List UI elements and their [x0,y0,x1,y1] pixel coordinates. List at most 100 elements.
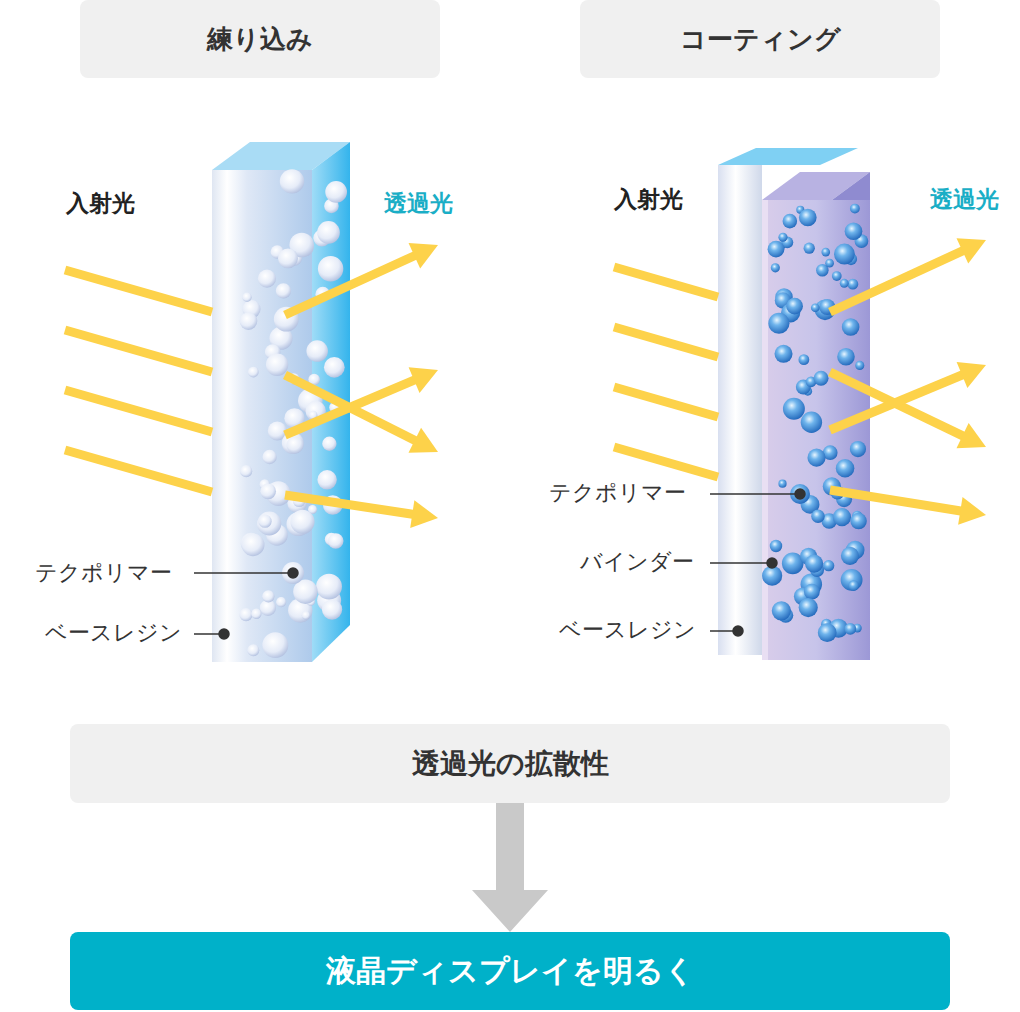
polymer-bubble [842,318,860,336]
polymer-bubble [778,480,786,488]
ray-arrowhead [957,362,986,388]
polymer-bubble [804,584,820,600]
light-ray [614,327,718,357]
light-label: 透過光 [384,190,453,218]
light-label: 透過光 [930,186,999,214]
base-front [718,165,762,655]
polymer-bubble [837,348,855,366]
polymer-bubble [278,248,298,268]
light-ray [65,330,212,372]
polymer-bubble [322,437,336,451]
polymer-bubble [328,533,344,549]
polymer-bubble [306,340,328,362]
polymer-bubble [262,632,288,658]
leader-line [194,572,290,574]
polymer-bubble [260,483,276,499]
polymer-bubble [850,441,866,457]
polymer-bubble [239,608,252,621]
polymer-bubble [825,259,834,268]
leader-dot [767,558,777,568]
polymer-bubble [276,597,286,607]
light-ray [830,490,962,511]
polymer-bubble [775,345,793,363]
polymer-bubble [772,601,791,620]
polymer-bubble [832,271,842,281]
light-ray [65,270,212,312]
light-ray [614,387,718,417]
method-header: 練り込み [80,0,440,78]
polymer-bubble [251,609,261,619]
polymer-bubble [778,233,787,242]
polymer-bubble [322,599,342,619]
polymer-bubble [833,508,851,526]
leader-dot [795,489,805,499]
ray-arrowhead [957,423,986,448]
box-text: 液晶ディスプレイを明るく [326,951,695,992]
light-rays [65,238,986,528]
polymer-bubble [821,248,830,257]
part-label: バインダー [580,549,694,575]
leader-dot [219,629,229,639]
leader-line [710,493,797,495]
light-ray [614,447,718,477]
binder-edge [762,200,768,660]
ray-arrowhead [409,243,438,268]
polymer-bubble [799,598,818,617]
light-ray [285,375,417,441]
polymer-bubble [290,510,314,534]
light-ray [285,495,414,514]
ray-arrowhead [409,367,438,393]
polymer-bubble [818,623,837,642]
polymer-bubble [841,547,859,565]
polymer-bubble [286,436,303,453]
polymer-bubble [317,470,336,489]
polymer-bubble [848,580,859,591]
method-header: コーティング [580,0,940,78]
box-text: 練り込み [207,22,313,57]
polymer-bubble [799,209,817,227]
polymer-bubble [786,298,803,315]
light-ray [830,250,964,312]
light-ray [285,255,416,315]
polymer-bubble [771,263,780,272]
leader-dot [733,626,743,636]
polymer-bubble [770,540,782,552]
polymer-bubble [798,354,809,365]
property-box: 透過光の拡散性 [70,724,950,803]
polymer-bubble [840,279,849,288]
polymer-bubble [240,465,252,477]
light-ray [830,372,964,437]
polymer-bubble [258,270,276,288]
polymer-bubble [814,371,829,386]
leader-dot [288,568,298,578]
polymer-bubble [258,515,271,528]
binder-front [762,200,870,660]
box-text: コーティング [680,22,841,57]
polymer-bubble [316,574,342,600]
polymer-bubble [276,283,291,298]
polymer-bubble [318,256,343,281]
box-text: 透過光の拡散性 [412,745,609,783]
light-ray [285,379,416,435]
polymer-bubble [811,509,824,522]
light-label: 入射光 [614,186,683,214]
polymer-bubble [811,303,820,312]
ray-arrowhead [410,500,438,528]
polymer-bubble [834,244,855,265]
base-top [718,148,858,165]
polymer-bubble [262,450,276,464]
polymer-bubble [783,214,798,229]
polymer-bubble [280,169,304,193]
polymer-bubble [850,513,866,529]
part-label: ベースレジン [559,617,696,643]
polymer-bubble [768,241,785,258]
light-ray [614,267,718,297]
polymer-bubble [325,181,347,203]
polymer-bubble [248,367,259,378]
polymer-bubble [841,569,863,591]
polymer-bubble [783,398,805,420]
polymer-bubble [247,644,259,656]
